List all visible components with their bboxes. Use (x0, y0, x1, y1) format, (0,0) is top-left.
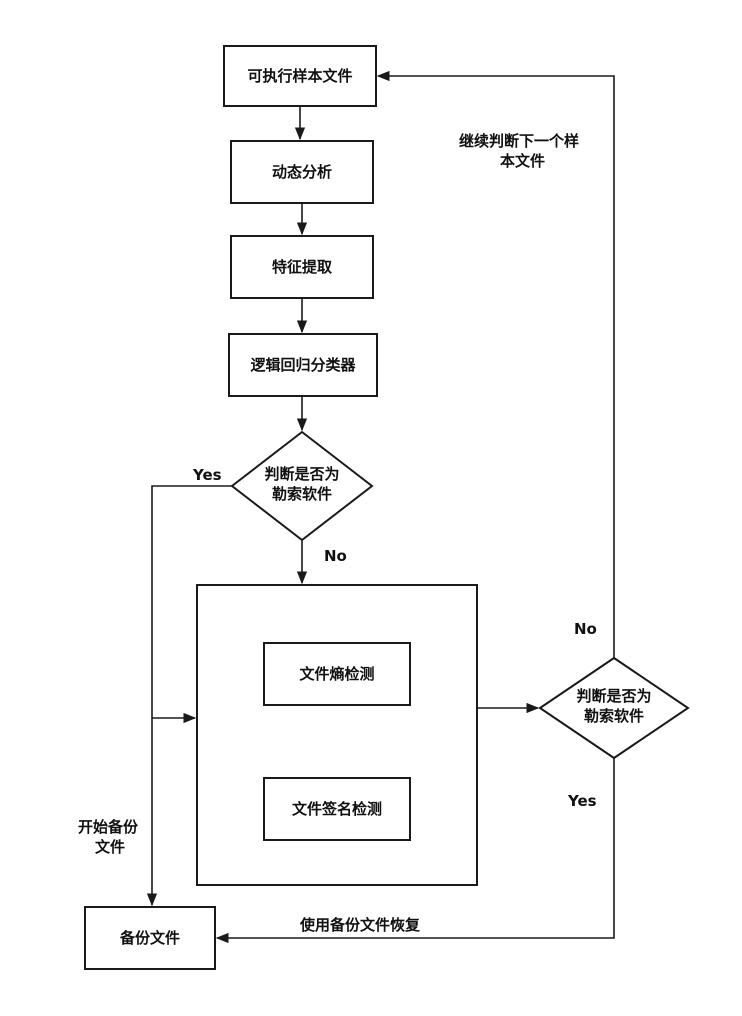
edge-decision2-yes-restore (215, 758, 615, 944)
node-sample-file-label: 可执行样本文件 (247, 67, 352, 85)
node-signature-check: 文件签名检测 (263, 777, 411, 841)
node-entropy-check: 文件熵检测 (263, 642, 411, 706)
decision-ransomware-2-line2: 勒索软件 (584, 707, 644, 725)
decision-ransomware-2-line1: 判断是否为 (576, 687, 651, 705)
node-backup-file: 备份文件 (84, 906, 216, 970)
node-feature-extraction: 特征提取 (230, 235, 374, 299)
edge-decision1-yes-to-backup (146, 485, 232, 907)
node-dynamic-analysis: 动态分析 (230, 140, 374, 204)
decision-ransomware-1-line1: 判断是否为 (264, 465, 339, 483)
label-start-backup-line2: 文件 (95, 838, 125, 856)
node-dynamic-analysis-label: 动态分析 (272, 163, 332, 181)
label-start-backup-line1: 开始备份 (78, 818, 139, 836)
node-sample-file: 可执行样本文件 (223, 45, 377, 107)
label-no-down: No (324, 547, 347, 565)
label-restore: 使用备份文件恢复 (299, 916, 421, 934)
node-lr-classifier: 逻辑回归分类器 (228, 333, 378, 397)
label-next-sample-line2: 本文件 (500, 152, 545, 170)
node-signature-check-label: 文件签名检测 (292, 800, 382, 818)
node-backup-file-label: 备份文件 (119, 929, 180, 947)
label-next-sample-line1: 继续判断下一个样 (459, 132, 579, 150)
edge-decision2-no-loop (376, 70, 615, 658)
node-lr-classifier-label: 逻辑回归分类器 (250, 356, 356, 374)
label-yes-left: Yes (192, 466, 222, 484)
node-feature-extraction-label: 特征提取 (272, 258, 333, 276)
node-entropy-check-label: 文件熵检测 (299, 665, 374, 683)
decision-ransomware-1: 判断是否为 勒索软件 (230, 430, 374, 542)
label-yes-down: Yes (567, 792, 597, 810)
label-no-up: No (574, 620, 597, 638)
decision-ransomware-1-line2: 勒索软件 (272, 485, 332, 503)
decision-ransomware-2: 判断是否为 勒索软件 (538, 656, 690, 760)
